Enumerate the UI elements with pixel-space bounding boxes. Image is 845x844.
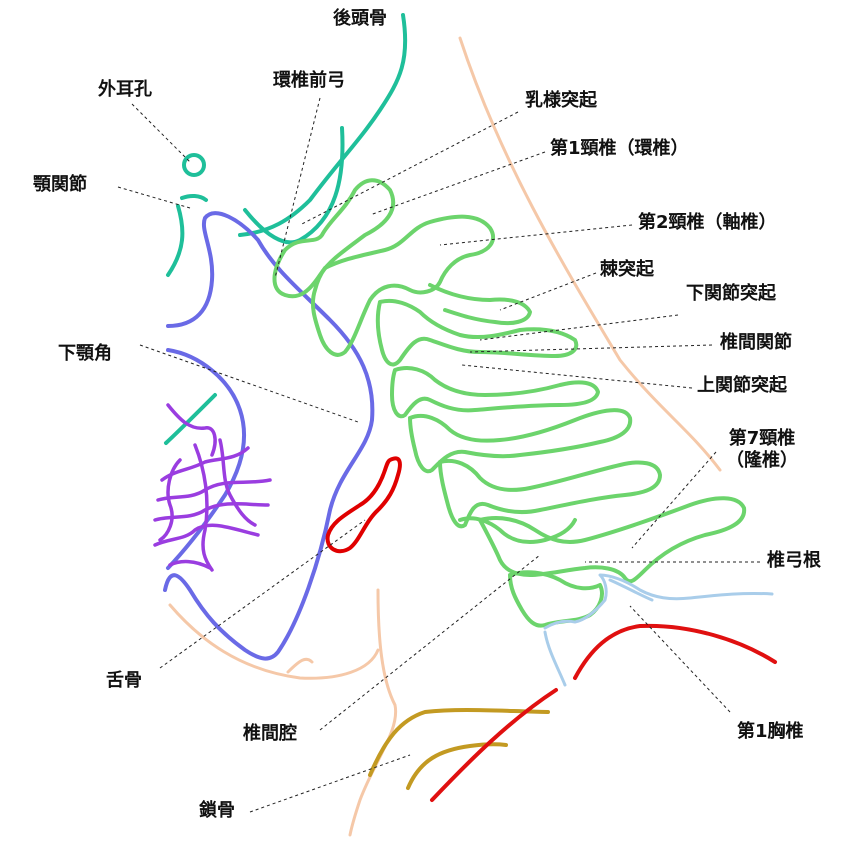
first-rib	[430, 623, 777, 802]
label-c1: 第1頸椎（環椎）	[550, 138, 689, 159]
tooth-3	[156, 478, 272, 502]
label-c2: 第2頸椎（軸椎）	[638, 212, 777, 233]
clavicle-lower	[406, 742, 508, 790]
leader-spinous	[499, 272, 597, 311]
label-facet-joint: 椎間関節	[720, 332, 792, 353]
skin-throat	[348, 588, 398, 837]
tooth-9	[218, 438, 257, 527]
tooth-7	[193, 443, 214, 572]
teeth	[153, 403, 272, 572]
label-t1: 第1胸椎	[737, 721, 804, 742]
label-pedicle: 椎弓根	[767, 550, 821, 571]
hyoid-bone	[325, 456, 402, 554]
label-tmj: 顎関節	[33, 174, 87, 195]
mastoid-hook	[180, 193, 208, 202]
label-c7: 第7頸椎 （隆椎）	[714, 428, 810, 471]
occipital-outline	[238, 13, 408, 237]
leader-tmj	[117, 186, 191, 209]
first-thoracic-vertebra	[543, 573, 774, 687]
c1-atlas	[272, 178, 396, 299]
tooth-1	[166, 403, 217, 457]
c3	[375, 298, 579, 367]
label-ear-canal: 外耳孔	[98, 79, 152, 100]
tooth-6	[168, 559, 212, 570]
mandible-body	[166, 348, 247, 570]
mandible	[163, 211, 375, 661]
leader-mastoid	[299, 111, 519, 226]
leader-facet-joint	[469, 344, 713, 353]
occipital-bone	[164, 13, 408, 445]
label-atlas-arch: 環椎前弓	[273, 70, 345, 91]
leader-sup-articular	[461, 364, 693, 389]
tooth-4	[153, 502, 270, 522]
maxilla-stub	[164, 393, 217, 445]
ear-canal-circle	[182, 153, 206, 177]
hyoid-outline	[325, 456, 402, 554]
leader-c1	[369, 151, 546, 216]
mandible-ramus	[163, 211, 375, 661]
leader-inf-articular	[479, 314, 679, 341]
leader-atlas-arch	[274, 97, 321, 279]
skin-back-of-neck	[458, 36, 722, 472]
label-mandible-angle: 下顎角	[58, 343, 112, 364]
leader-ear-canal	[131, 103, 191, 163]
tooth-8	[158, 458, 182, 542]
rib-arc	[573, 623, 777, 680]
t1-lower	[543, 630, 567, 687]
clavicle-upper	[368, 707, 550, 777]
tooth-5	[153, 523, 260, 547]
c7	[478, 496, 747, 584]
skin-chin-fold	[286, 657, 314, 674]
tooth-2	[160, 446, 250, 482]
label-spinous: 棘突起	[600, 259, 654, 280]
leader-clavicle	[249, 754, 411, 813]
c6	[438, 458, 662, 529]
label-c7-alias: （隆椎）	[726, 449, 798, 471]
label-c7-name: 第7頸椎	[728, 428, 796, 449]
label-clavicle: 鎖骨	[199, 800, 235, 821]
label-inf-articular: 下関節突起	[686, 283, 776, 304]
skin-chin	[168, 603, 380, 680]
label-hyoid: 舌骨	[106, 670, 142, 691]
t1-pedicle	[608, 578, 654, 602]
t1-body	[543, 573, 774, 630]
leader-lines	[117, 97, 760, 813]
label-mastoid: 乳様突起	[525, 90, 597, 111]
label-disc-space: 椎間腔	[243, 723, 297, 744]
clavicle	[368, 707, 550, 790]
cervical-vertebrae	[272, 178, 747, 628]
c4	[390, 366, 600, 419]
label-occipital: 後頭骨	[333, 8, 387, 29]
rib-line	[430, 688, 558, 802]
tmj-curve	[166, 204, 185, 277]
c2-axis	[310, 214, 496, 357]
leader-c2	[439, 224, 633, 246]
occipital-condyle	[243, 126, 345, 245]
c5	[408, 408, 633, 474]
leader-mandible-angle	[139, 344, 359, 423]
label-sup-articular: 上関節突起	[697, 375, 787, 396]
leader-hyoid	[159, 519, 366, 669]
leader-disc-space	[319, 554, 541, 731]
leader-t1	[629, 605, 731, 713]
c2-spinous	[428, 283, 532, 326]
